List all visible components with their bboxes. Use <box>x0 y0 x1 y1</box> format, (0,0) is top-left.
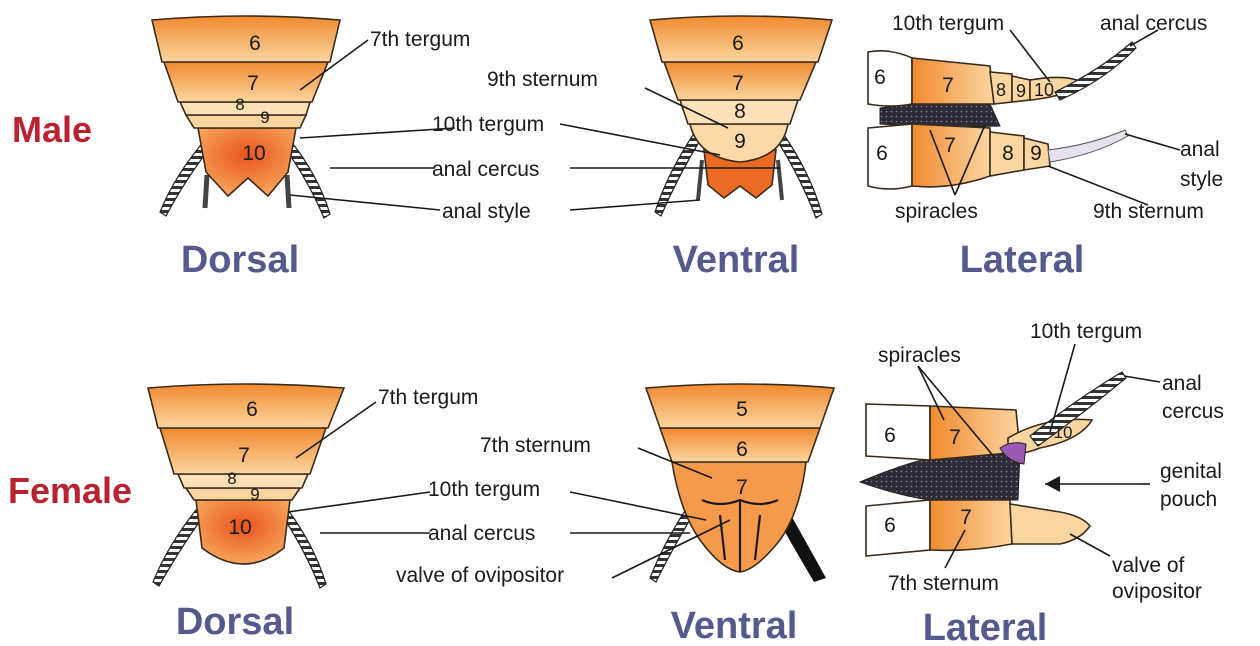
female-dorsal-seg-8: 8 <box>227 469 236 488</box>
female-lateral-label-7th-sternum: 7th sternum <box>888 572 999 595</box>
male-lateral-seg-8-bottom: 8 <box>1002 142 1014 165</box>
row-label-female: Female <box>8 470 132 511</box>
female-lateral-label-anal-cercus-line2: cercus <box>1162 400 1224 423</box>
male-dorsal-seg-8: 8 <box>235 95 244 114</box>
male-lateral-seg-7-top: 7 <box>942 74 954 97</box>
female-lateral-label-10th-tergum: 10th tergum <box>1030 320 1142 343</box>
female-lateral-seg-7-top: 7 <box>949 426 961 449</box>
female-lateral-label-valve-of-ovipositor-line2: ovipositor <box>1112 580 1202 603</box>
male-lateral-figure: 6 7 8 9 10 6 7 8 9 <box>868 42 1136 189</box>
male-lateral-seg-8-top: 8 <box>996 80 1006 100</box>
female-label-7th-tergum: 7th tergum <box>378 386 478 409</box>
female-label-7th-sternum: 7th sternum <box>480 434 591 457</box>
female-lateral-label-spiracles: spiracles <box>878 344 961 367</box>
male-ventral-seg-6: 6 <box>732 32 744 55</box>
female-label-10th-tergum: 10th tergum <box>428 478 540 501</box>
female-lateral-seg-7-bottom: 7 <box>960 506 972 529</box>
male-lateral-seg-6-top: 6 <box>874 66 886 89</box>
view-caption-male-lateral: Lateral <box>960 239 1085 281</box>
female-ventral-seg-7: 7 <box>736 476 748 499</box>
female-dorsal-cercus-right <box>282 510 326 588</box>
female-lateral-label-anal-cercus-line1: anal <box>1162 372 1202 395</box>
male-ventral-style-right <box>778 160 782 200</box>
male-dorsal-figure: 6 7 8 9 10 <box>152 16 340 218</box>
male-dorsal-seg-7: 7 <box>247 72 259 95</box>
view-caption-male-ventral: Ventral <box>673 239 800 281</box>
female-dorsal-cercus-left <box>153 510 204 586</box>
female-lateral-seg-6-top: 6 <box>884 424 896 447</box>
female-lateral-label-anal-cercus: anal cercus <box>1162 372 1224 423</box>
male-lateral-cercus <box>1055 42 1136 100</box>
female-lateral-seg-6-bottom: 6 <box>884 514 896 537</box>
male-dorsal-seg-9: 9 <box>260 108 269 127</box>
male-lateral-label-anal-style-text: anal <box>1180 138 1220 161</box>
male-lateral-style <box>1048 130 1128 162</box>
male-lateral-seg-10-top: 10 <box>1034 80 1054 100</box>
male-lateral-label-anal-cercus: anal cercus <box>1100 12 1207 35</box>
male-dorsal-style-left <box>205 175 207 208</box>
male-label-anal-style: anal style <box>442 200 531 223</box>
male-lateral-seg-9-top: 9 <box>1016 81 1026 101</box>
female-dorsal-seg-10: 10 <box>228 516 251 539</box>
male-dorsal-tergum-8 <box>180 102 310 115</box>
male-lateral-label-anal-style: anal style <box>1180 138 1223 191</box>
female-ventral-figure: 5 6 7 <box>646 384 834 582</box>
male-label-anal-cercus: anal cercus <box>432 158 539 181</box>
male-ventral-seg-9: 9 <box>734 130 746 153</box>
male-lateral-sternum-6 <box>868 124 912 189</box>
view-caption-male-dorsal: Dorsal <box>181 239 299 281</box>
female-ventral-seg-6: 6 <box>736 438 748 461</box>
female-lateral-figure: 6 7 10 6 7 <box>860 372 1126 556</box>
male-ventral-seg-7: 7 <box>732 72 744 95</box>
male-lateral-label-spiracles: spiracles <box>895 200 978 223</box>
male-dorsal-tergum-6 <box>152 16 340 62</box>
male-lateral-seg-9-bottom: 9 <box>1030 142 1042 165</box>
male-dorsal-tergum-7 <box>164 62 328 102</box>
male-lateral-label-10th-tergum: 10th tergum <box>892 12 1004 35</box>
male-dorsal-style-right <box>287 175 289 208</box>
male-ventral-style-left <box>698 160 702 200</box>
female-lateral-label-genital-pouch: genital pouch <box>1160 460 1222 511</box>
female-lateral-seg-10: 10 <box>1054 423 1073 442</box>
male-label-10th-tergum: 10th tergum <box>432 113 544 136</box>
female-dorsal-seg-6: 6 <box>246 398 258 421</box>
male-ventral-figure: 6 7 8 9 <box>650 16 832 218</box>
female-dorsal-tergum-9 <box>186 488 300 500</box>
row-label-male: Male <box>12 109 92 150</box>
female-dorsal-figure: 6 7 8 9 10 <box>148 384 344 588</box>
male-dorsal-tergum-9 <box>186 115 306 128</box>
male-label-7th-tergum: 7th tergum <box>370 28 470 51</box>
view-caption-female-dorsal: Dorsal <box>176 601 294 643</box>
view-caption-female-lateral: Lateral <box>923 607 1048 646</box>
female-dorsal-seg-7: 7 <box>238 444 250 467</box>
male-ventral-cercus-right <box>775 132 822 218</box>
female-lateral-label-valve-of-ovipositor: valve of ovipositor <box>1112 554 1202 603</box>
female-label-anal-cercus: anal cercus <box>428 522 535 545</box>
female-lateral-sternum-6 <box>866 500 930 556</box>
female-lateral-label-genital-pouch-line1: genital <box>1160 460 1222 483</box>
female-ventral-seg-5: 5 <box>736 398 748 421</box>
male-dorsal-seg-6: 6 <box>249 32 261 55</box>
male-lateral-label-anal-style-line2: style <box>1180 168 1223 191</box>
view-caption-female-ventral: Ventral <box>671 605 798 646</box>
male-lateral-seg-7-bottom: 7 <box>944 134 956 157</box>
female-dorsal-tergum-8 <box>178 474 308 488</box>
male-dorsal-seg-10: 10 <box>242 142 265 165</box>
male-lateral-label-9th-sternum: 9th sternum <box>1093 200 1204 223</box>
male-label-9th-sternum: 9th sternum <box>487 68 598 91</box>
female-lateral-label-valve-of-ovipositor-line1: valve of <box>1112 554 1185 577</box>
female-label-valve-of-ovipositor: valve of ovipositor <box>396 564 564 587</box>
female-lateral-label-genital-pouch-line2: pouch <box>1160 488 1217 511</box>
female-lateral-tergum-6 <box>866 404 930 460</box>
female-dorsal-seg-9: 9 <box>250 485 259 504</box>
male-ventral-seg-8: 8 <box>734 100 746 123</box>
male-lateral-seg-6-bottom: 6 <box>876 142 888 165</box>
